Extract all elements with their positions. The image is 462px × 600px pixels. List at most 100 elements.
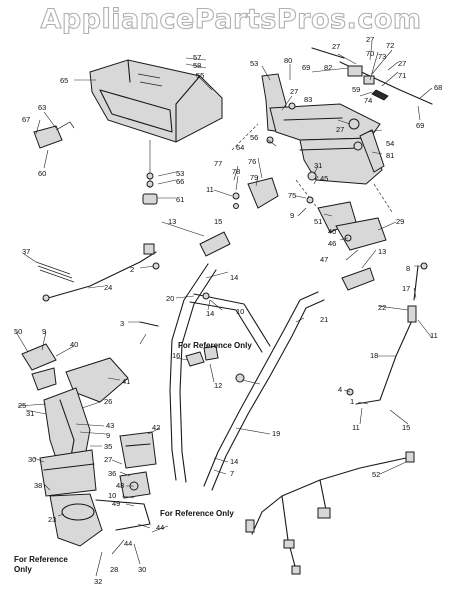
callout-25: 25 — [18, 401, 26, 410]
callout-64: 64 — [236, 143, 244, 152]
callout-37: 37 — [22, 247, 30, 256]
callout-52: 52 — [372, 470, 380, 479]
callout-29: 29 — [396, 217, 404, 226]
callout-83: 83 — [304, 95, 312, 104]
dash-panel-part — [89, 59, 223, 143]
watermark-text: AppliancePartsPros.com — [40, 4, 421, 35]
callout-50: 50 — [14, 327, 22, 336]
callout-36: 36 — [108, 469, 116, 478]
callout-24: 24 — [104, 283, 112, 292]
callout-10-b: 10 — [108, 491, 116, 500]
handle-grip-parts — [199, 231, 375, 291]
callout-51: 51 — [314, 217, 322, 226]
note-for-reference-only-1: For Reference Only — [178, 341, 252, 350]
callout-55: 55 — [196, 71, 204, 80]
callout-14-b: 14 — [206, 309, 214, 318]
callout-41: 41 — [122, 377, 130, 386]
callout-1: 1 — [350, 397, 354, 406]
callout-80: 80 — [284, 56, 292, 65]
callout-27-c: 27 — [398, 59, 406, 68]
callout-19: 19 — [272, 429, 280, 438]
callout-9-c: 9 — [106, 431, 110, 440]
note-for-reference: For Reference — [14, 555, 68, 564]
callout-11-b: 11 — [430, 331, 438, 340]
callout-49: 49 — [112, 499, 120, 508]
callout-21: 21 — [320, 315, 328, 324]
chute-motor-part — [95, 431, 157, 531]
callout-27-b: 27 — [366, 35, 374, 44]
callout-labels: 57 58 55 65 63 67 60 53 66 61 53 80 27 6… — [14, 35, 442, 586]
callout-28: 28 — [110, 565, 118, 574]
callout-30-a: 30 — [28, 455, 36, 464]
callout-4: 4 — [338, 385, 342, 394]
callout-12: 12 — [214, 381, 222, 390]
callout-42: 42 — [152, 423, 160, 432]
callout-75: 75 — [288, 191, 296, 200]
callout-56: 56 — [250, 133, 258, 142]
callout-8: 8 — [406, 264, 410, 273]
callout-44-b: 44 — [124, 539, 132, 548]
callout-27-f: 27 — [104, 455, 112, 464]
small-hardware-parts — [139, 262, 354, 396]
callout-70: 70 — [366, 49, 374, 58]
callout-77: 77 — [214, 159, 222, 168]
callout-31-b: 31 — [26, 409, 34, 418]
chute-control-assembly — [231, 47, 433, 213]
callout-38: 38 — [34, 481, 42, 490]
callout-53: 53 — [176, 169, 184, 178]
callout-14-c: 14 — [230, 457, 238, 466]
callout-22: 22 — [378, 303, 386, 312]
handle-parts — [169, 263, 325, 491]
note-for-reference-only-2: For Reference Only — [160, 509, 234, 518]
callout-74: 74 — [364, 96, 372, 105]
callout-11-c: 11 — [352, 423, 360, 432]
shift-rod-part — [355, 262, 428, 405]
reference-notes: For Reference Only For Reference Only Fo… — [14, 341, 252, 574]
callout-40-b: 40 — [70, 340, 78, 349]
callout-3: 3 — [120, 319, 124, 328]
callout-9-a: 9 — [290, 211, 294, 220]
callout-15-b: 15 — [402, 423, 410, 432]
callout-72: 72 — [386, 41, 394, 50]
callout-65: 65 — [60, 76, 68, 85]
callout-78: 78 — [232, 167, 240, 176]
callout-13-b: 13 — [378, 247, 386, 256]
callout-82: 82 — [324, 63, 332, 72]
callout-66: 66 — [176, 177, 184, 186]
callout-54: 54 — [386, 139, 394, 148]
callout-69-b: 69 — [416, 121, 424, 130]
callout-81: 81 — [386, 151, 394, 160]
callout-35: 35 — [104, 442, 112, 451]
callout-48: 48 — [116, 481, 124, 490]
callout-40-a: 40 — [328, 227, 336, 236]
callout-68: 68 — [434, 83, 442, 92]
light-part — [33, 121, 75, 149]
callout-61: 61 — [176, 195, 184, 204]
callout-27-e: 27 — [336, 125, 344, 134]
callout-59: 59 — [352, 85, 360, 94]
callout-57: 57 — [193, 53, 201, 62]
callout-71: 71 — [398, 71, 406, 80]
callout-15-a: 15 — [214, 217, 222, 226]
key-switch-part — [142, 140, 158, 205]
callout-46: 46 — [328, 239, 336, 248]
callout-10-a: 10 — [236, 307, 244, 316]
cable-parts — [35, 243, 157, 302]
callout-32: 32 — [94, 577, 102, 586]
callout-45: 45 — [320, 174, 328, 183]
callout-44-a: 44 — [156, 523, 164, 532]
callout-2: 2 — [130, 265, 134, 274]
wire-harness-part — [245, 451, 415, 575]
callout-79: 79 — [250, 173, 258, 182]
callout-14-a: 14 — [230, 273, 238, 282]
bracket-parts — [232, 171, 387, 251]
callout-30-b: 30 — [138, 565, 146, 574]
callout-18: 18 — [370, 351, 378, 360]
callout-63: 63 — [38, 103, 46, 112]
callout-69-a: 69 — [302, 63, 310, 72]
callout-11-a: 11 — [206, 185, 214, 194]
callout-26: 26 — [104, 397, 112, 406]
leader-lines — [15, 41, 433, 577]
callout-23: 23 — [48, 515, 56, 524]
